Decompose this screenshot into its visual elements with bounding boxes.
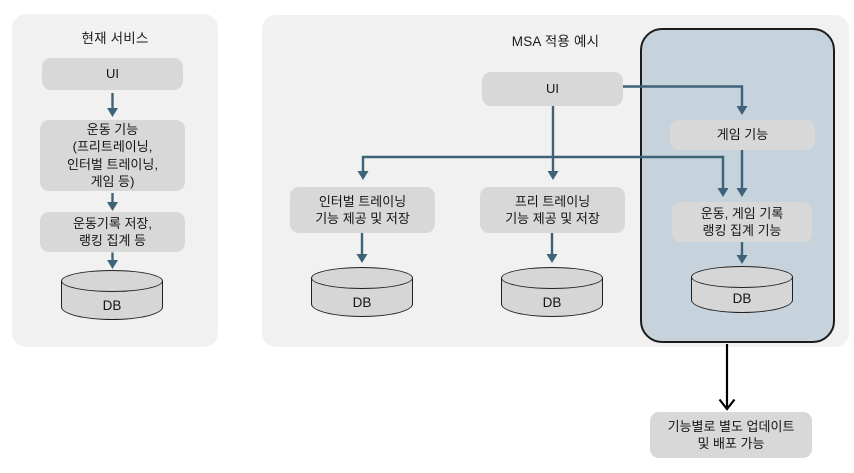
record-ranking-node: 운동, 게임 기록 랭킹 집계 기능: [672, 202, 812, 242]
db-cylinder-highlight: DB: [691, 266, 793, 313]
msa-ui-node: UI: [482, 72, 623, 106]
msa-title: MSA 적용 예시: [511, 34, 600, 49]
db-top: [311, 267, 413, 289]
db-label: DB: [102, 298, 122, 313]
interval-service-node: 인터벌 트레이닝 기능 제공 및 저장: [290, 187, 435, 233]
record-store-node: 운동기록 저장, 랭킹 집계 등: [40, 212, 185, 252]
current-service-title: 현재 서비스: [81, 31, 149, 46]
exercise-feature-node: 운동 기능 (프리트레이닝, 인터벌 트레이닝, 게임 등): [40, 120, 185, 191]
game-feature-node: 게임 기능: [670, 120, 815, 150]
db-cylinder-current: DB: [61, 270, 163, 320]
db-label: DB: [352, 295, 372, 310]
db-top: [61, 270, 163, 292]
db-top: [691, 266, 793, 288]
free-service-node: 프리 트레이닝 기능 제공 및 저장: [480, 187, 625, 233]
deploy-callout-node: 기능별로 별도 업데이트 및 배포 가능: [650, 412, 812, 458]
db-top: [501, 267, 603, 289]
db-cylinder-interval: DB: [311, 267, 413, 317]
db-label: DB: [732, 291, 752, 306]
db-label: DB: [542, 295, 562, 310]
ui-node: UI: [42, 58, 183, 90]
arrow-group-to-callout: [718, 344, 736, 411]
db-cylinder-free: DB: [501, 267, 603, 317]
